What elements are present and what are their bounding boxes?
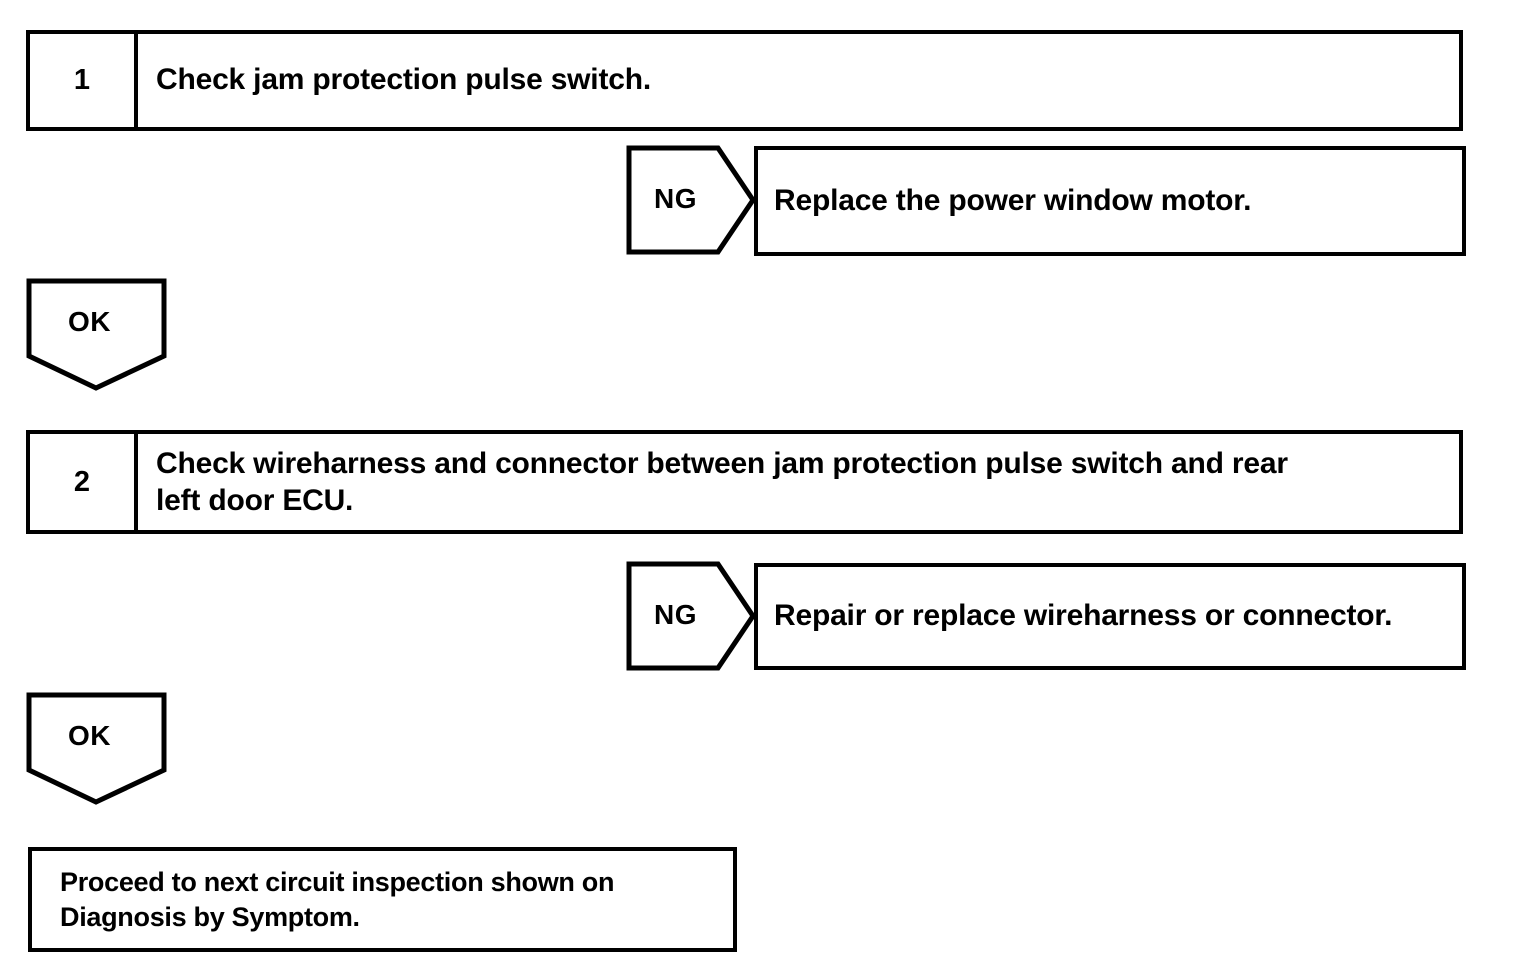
ng-result-box-2: Repair or replace wireharness or connect… (754, 563, 1466, 670)
step-text-2-line-1: Check wireharness and connector between … (156, 447, 1288, 480)
step-text-2-line-2: left door ECU. (156, 483, 354, 517)
step-box-2: 2 Check wireharness and connector betwee… (26, 430, 1463, 534)
ng-arrow-1: NG (626, 145, 756, 255)
ok-arrow-shape-1 (26, 278, 167, 391)
ng-result-box-1: Replace the power window motor. (754, 146, 1466, 256)
final-action-line-2: Diagnosis by Symptom. (60, 902, 360, 933)
ok-arrow-shape-2 (26, 692, 167, 805)
ng-result-text-2: Repair or replace wireharness or connect… (774, 599, 1393, 633)
step-text-1: Check jam protection pulse switch. (156, 63, 651, 97)
ok-arrow-2: OK (26, 692, 167, 805)
final-action-line-1: Proceed to next circuit inspection shown… (60, 867, 615, 897)
step-box-1: 1 Check jam protection pulse switch. (26, 30, 1463, 131)
step-number-1: 1 (30, 34, 138, 127)
ng-arrow-shape-1 (626, 145, 756, 255)
ng-arrow-2: NG (626, 561, 756, 671)
final-action-box: Proceed to next circuit inspection shown… (28, 847, 737, 952)
ng-result-text-1: Replace the power window motor. (774, 183, 1252, 217)
step-number-2: 2 (30, 434, 138, 530)
ok-arrow-1: OK (26, 278, 167, 391)
step-text-2: Check wireharness and connector between … (138, 434, 1459, 530)
ng-arrow-shape-2 (626, 561, 756, 671)
